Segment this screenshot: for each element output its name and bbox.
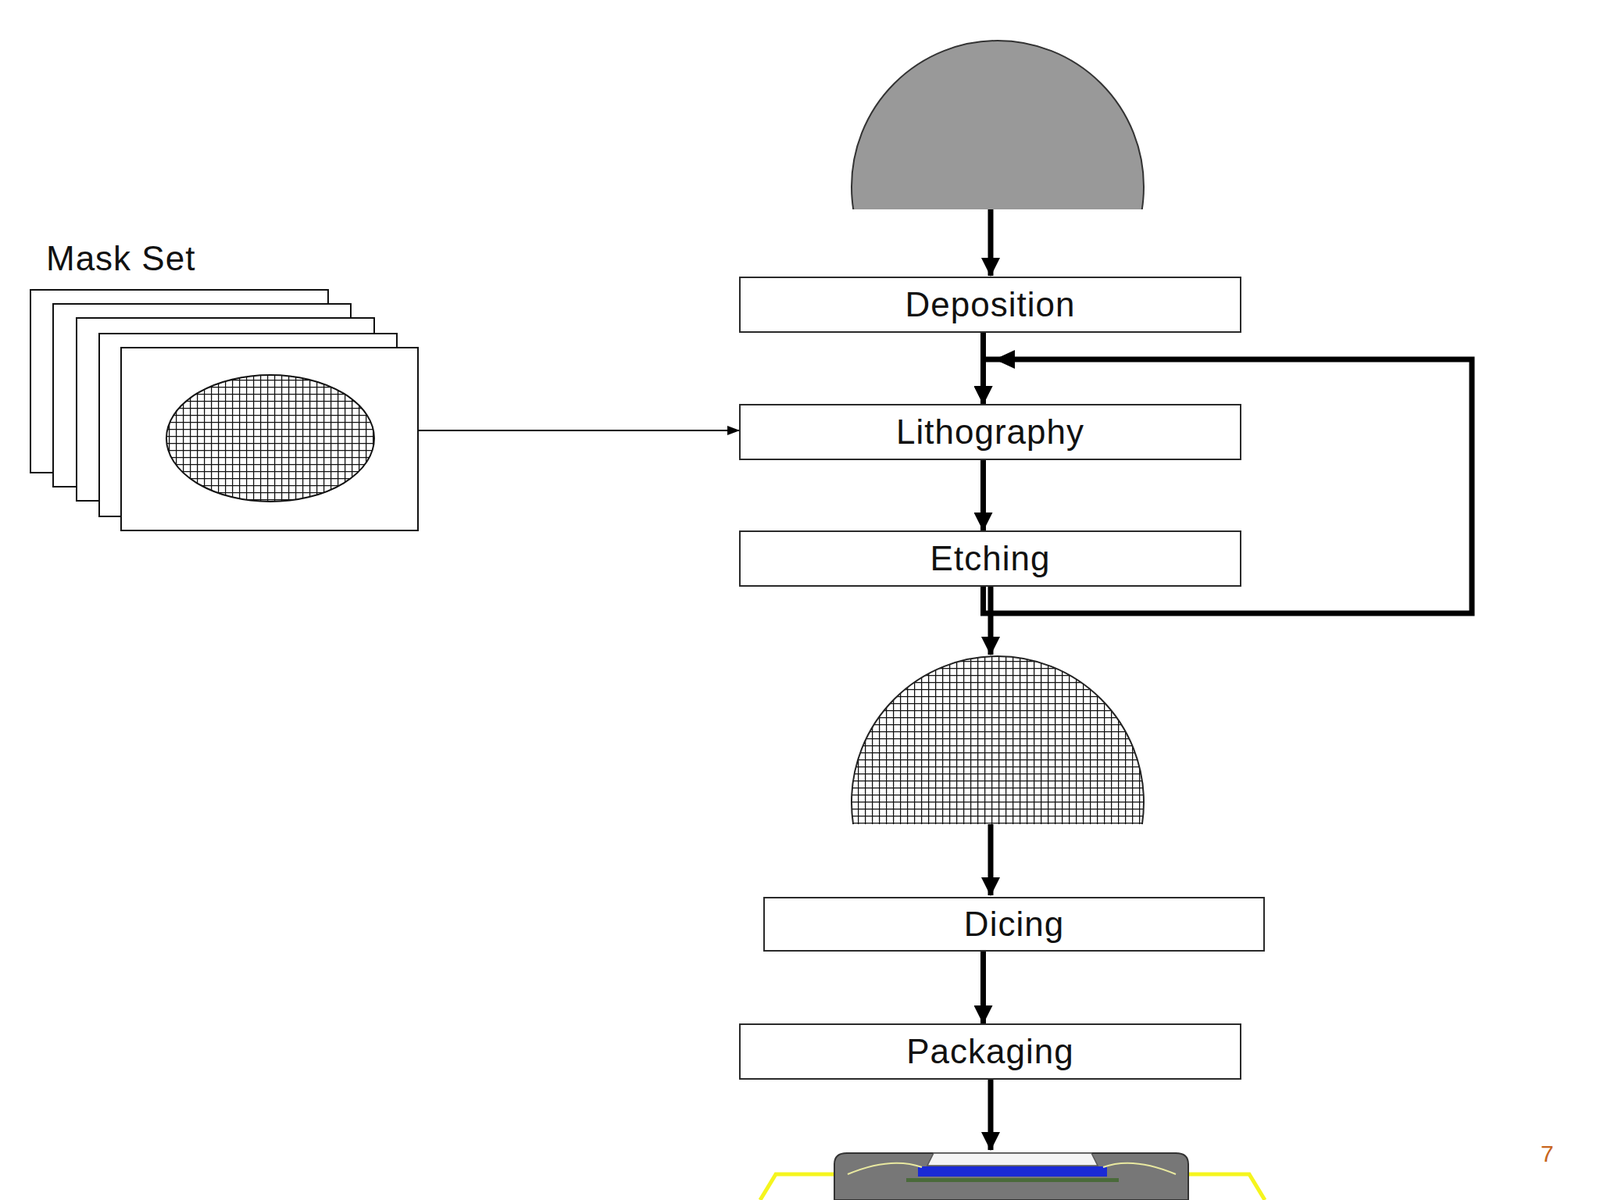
chip-lead	[760, 1174, 838, 1200]
process-box: Etching	[739, 530, 1242, 587]
process-box: Packaging	[739, 1023, 1242, 1080]
process-box: Dicing	[763, 896, 1265, 952]
node-text: Deposition	[905, 285, 1076, 325]
process-box: Deposition	[739, 276, 1242, 333]
process-box: Lithography	[739, 403, 1242, 461]
mask-set: Mask Set	[23, 234, 418, 536]
node-text: Dicing	[964, 904, 1065, 945]
mask-stack	[30, 289, 418, 531]
blank-wafer	[851, 40, 1144, 210]
packaged-chip	[760, 1153, 1265, 1200]
mask-sheet	[121, 347, 418, 531]
mask-pattern	[166, 375, 375, 502]
patterned-wafer	[851, 656, 1144, 825]
node-text: Lithography	[896, 412, 1085, 453]
node-text: Etching	[930, 539, 1051, 579]
flow-arrow	[983, 359, 1473, 614]
flow-arrow	[980, 951, 986, 1024]
node-text: Packaging	[906, 1032, 1074, 1072]
page-number: 7	[1540, 1142, 1554, 1166]
flow-arrow	[988, 586, 994, 655]
chip-lead	[1185, 1174, 1265, 1200]
chip-base	[906, 1178, 1119, 1183]
bond-wire	[1103, 1163, 1176, 1175]
chip-cavity	[927, 1153, 1098, 1166]
flow-arrow	[988, 824, 994, 896]
flow-arrow	[988, 209, 994, 276]
chip-die	[917, 1166, 1108, 1177]
flow-arrow	[980, 460, 986, 531]
flow-arrow	[988, 1079, 994, 1150]
mask-arrow	[417, 429, 740, 432]
bond-wire	[847, 1163, 922, 1175]
chip-body	[834, 1153, 1189, 1200]
node-text: Mask Set	[46, 239, 196, 279]
